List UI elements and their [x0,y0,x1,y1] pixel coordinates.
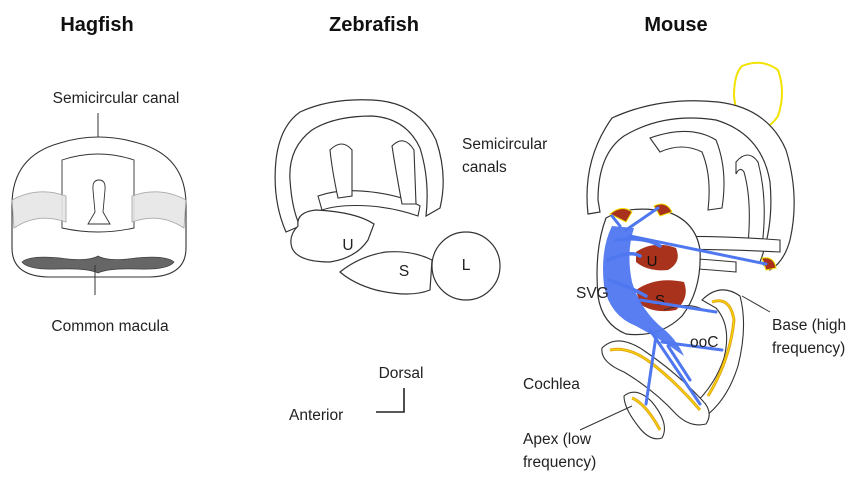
hagfish-ear: Semicircular canal Common macula [12,90,186,335]
label-zebrafish-utricle: U [342,237,353,254]
label-mouse-svg: SVG [576,285,609,302]
label-apex-2: frequency) [523,454,596,471]
mouse-ear: U S SVG ooC Cochlea Base (high frequency… [523,63,846,471]
title-mouse: Mouse [644,14,707,36]
label-zebrafish-saccule: S [399,263,409,280]
zebrafish-canal-vertical-posterior [392,141,416,204]
label-base-2: frequency) [772,340,845,357]
title-zebrafish: Zebrafish [329,14,419,36]
label-zebrafish-lagena: L [462,257,471,274]
zebrafish-saccule [340,252,432,294]
label-anterior: Anterior [289,407,343,424]
label-mouse-cochlea: Cochlea [523,376,580,393]
label-semicircular-canals-1: Semicircular [462,136,547,153]
label-mouse-ooc: ooC [690,334,718,351]
zebrafish-ear: U S L Semicircular canals Dorsal Anterio… [275,100,547,424]
orientation-axis [376,388,404,412]
label-apex-1: Apex (low [523,431,592,448]
label-dorsal: Dorsal [379,365,424,382]
mouse-canal-anterior [650,131,724,210]
leader-apex [580,406,632,430]
label-mouse-saccule: S [655,292,665,309]
label-semicircular-canals-2: canals [462,159,507,176]
zebrafish-canal-vertical-anterior [330,144,352,198]
label-base-1: Base (high [772,317,846,334]
label-common-macula: Common macula [51,318,169,335]
label-semicircular-canal: Semicircular canal [53,90,180,107]
mouse-cochlea-apex [624,392,664,439]
leader-base [742,296,770,312]
label-mouse-utricle: U [647,253,658,270]
zebrafish-utricle [291,210,374,262]
title-hagfish: Hagfish [60,14,133,36]
mouse-canal-posterior [736,155,764,246]
